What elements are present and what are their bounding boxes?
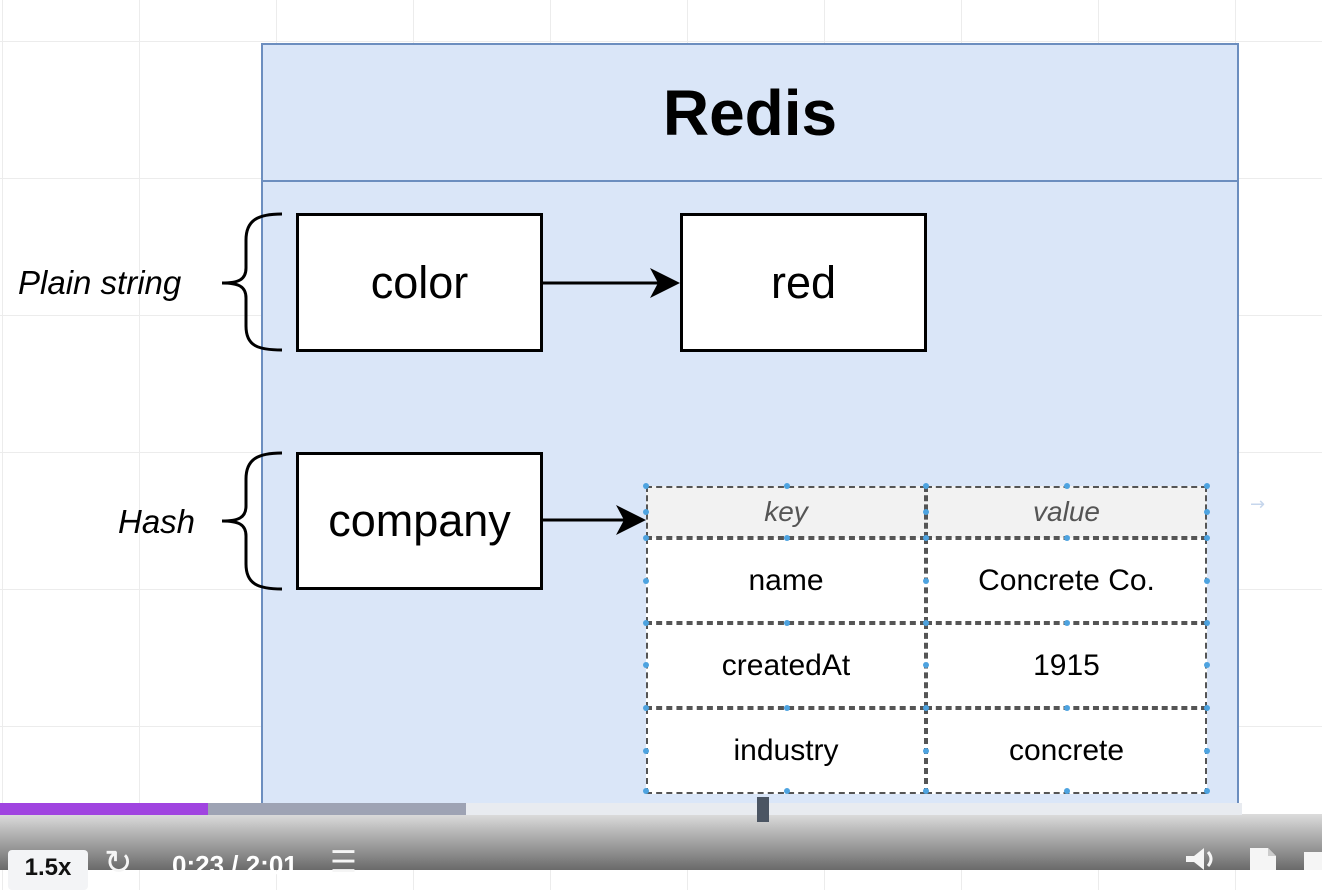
hash-table[interactable]: key value name Concrete Co. createdAt 19…: [643, 483, 1210, 794]
selection-handle[interactable]: [1204, 578, 1210, 584]
selection-handle[interactable]: [1064, 535, 1070, 541]
hash-cell-key[interactable]: industry: [646, 708, 926, 794]
playlist-icon[interactable]: ☰: [330, 846, 357, 879]
progress-played: [0, 803, 208, 815]
selection-handle[interactable]: [784, 705, 790, 711]
player-control-bar: [0, 814, 1322, 870]
time-readout: 0:23 / 2:01: [172, 850, 298, 880]
selection-handle[interactable]: [923, 620, 929, 626]
playback-speed-button[interactable]: 1.5x: [8, 850, 88, 890]
right-controls: [1186, 848, 1322, 870]
selection-handle[interactable]: [1064, 483, 1070, 489]
redis-title: Redis: [662, 76, 838, 149]
hash-cell-value[interactable]: concrete: [926, 708, 1207, 794]
faint-arrow-glyph: →: [1250, 494, 1265, 515]
selection-handle[interactable]: [1204, 748, 1210, 754]
selection-handle[interactable]: [923, 483, 929, 489]
company-key-box[interactable]: company: [296, 452, 543, 590]
scrub-handle[interactable]: [757, 797, 769, 822]
selection-handle[interactable]: [643, 509, 649, 515]
selection-handle[interactable]: [1204, 483, 1210, 489]
red-value-box[interactable]: red: [680, 213, 927, 352]
volume-icon[interactable]: [1186, 848, 1213, 870]
plain-string-label: Plain string: [18, 264, 182, 301]
hash-header-value[interactable]: value: [926, 486, 1207, 538]
selection-handle[interactable]: [923, 662, 929, 668]
selection-handle[interactable]: [1204, 705, 1210, 711]
selection-handle[interactable]: [643, 535, 649, 541]
selection-handle[interactable]: [923, 578, 929, 584]
hash-brace: [221, 451, 283, 591]
plain-string-brace: [221, 212, 283, 352]
selection-handle[interactable]: [643, 662, 649, 668]
selection-handle[interactable]: [643, 620, 649, 626]
selection-handle[interactable]: [923, 535, 929, 541]
hash-cell-value[interactable]: 1915: [926, 623, 1207, 708]
hash-header-key[interactable]: key: [646, 486, 926, 538]
selection-handle[interactable]: [1204, 509, 1210, 515]
selection-handle[interactable]: [784, 620, 790, 626]
selection-handle[interactable]: [1204, 620, 1210, 626]
selection-handle[interactable]: [923, 509, 929, 515]
color-to-red-arrowhead: [650, 268, 680, 298]
redis-header: Redis: [263, 45, 1237, 182]
notes-icon[interactable]: [1250, 848, 1276, 870]
selection-handle[interactable]: [643, 578, 649, 584]
company-to-hash-arrowhead: [616, 505, 646, 535]
hash-cell-value[interactable]: Concrete Co.: [926, 538, 1207, 623]
selection-handle[interactable]: [1204, 662, 1210, 668]
selection-handle[interactable]: [643, 705, 649, 711]
hash-label: Hash: [118, 503, 196, 540]
selection-handle[interactable]: [643, 788, 649, 794]
hash-cell-key[interactable]: name: [646, 538, 926, 623]
selection-handle[interactable]: [1064, 788, 1070, 794]
selection-handle[interactable]: [643, 483, 649, 489]
selection-handle[interactable]: [923, 705, 929, 711]
fullscreen-icon[interactable]: [1304, 852, 1322, 870]
hash-cell-key[interactable]: createdAt: [646, 623, 926, 708]
forward-icon[interactable]: ↻: [104, 844, 133, 882]
selection-handle[interactable]: [784, 483, 790, 489]
selection-handle[interactable]: [1204, 535, 1210, 541]
selection-handle[interactable]: [1204, 788, 1210, 794]
selection-handle[interactable]: [643, 748, 649, 754]
selection-handle[interactable]: [784, 535, 790, 541]
selection-handle[interactable]: [923, 788, 929, 794]
selection-handle[interactable]: [1064, 705, 1070, 711]
selection-handle[interactable]: [923, 748, 929, 754]
color-key-box[interactable]: color: [296, 213, 543, 352]
selection-handle[interactable]: [1064, 620, 1070, 626]
selection-handle[interactable]: [784, 788, 790, 794]
